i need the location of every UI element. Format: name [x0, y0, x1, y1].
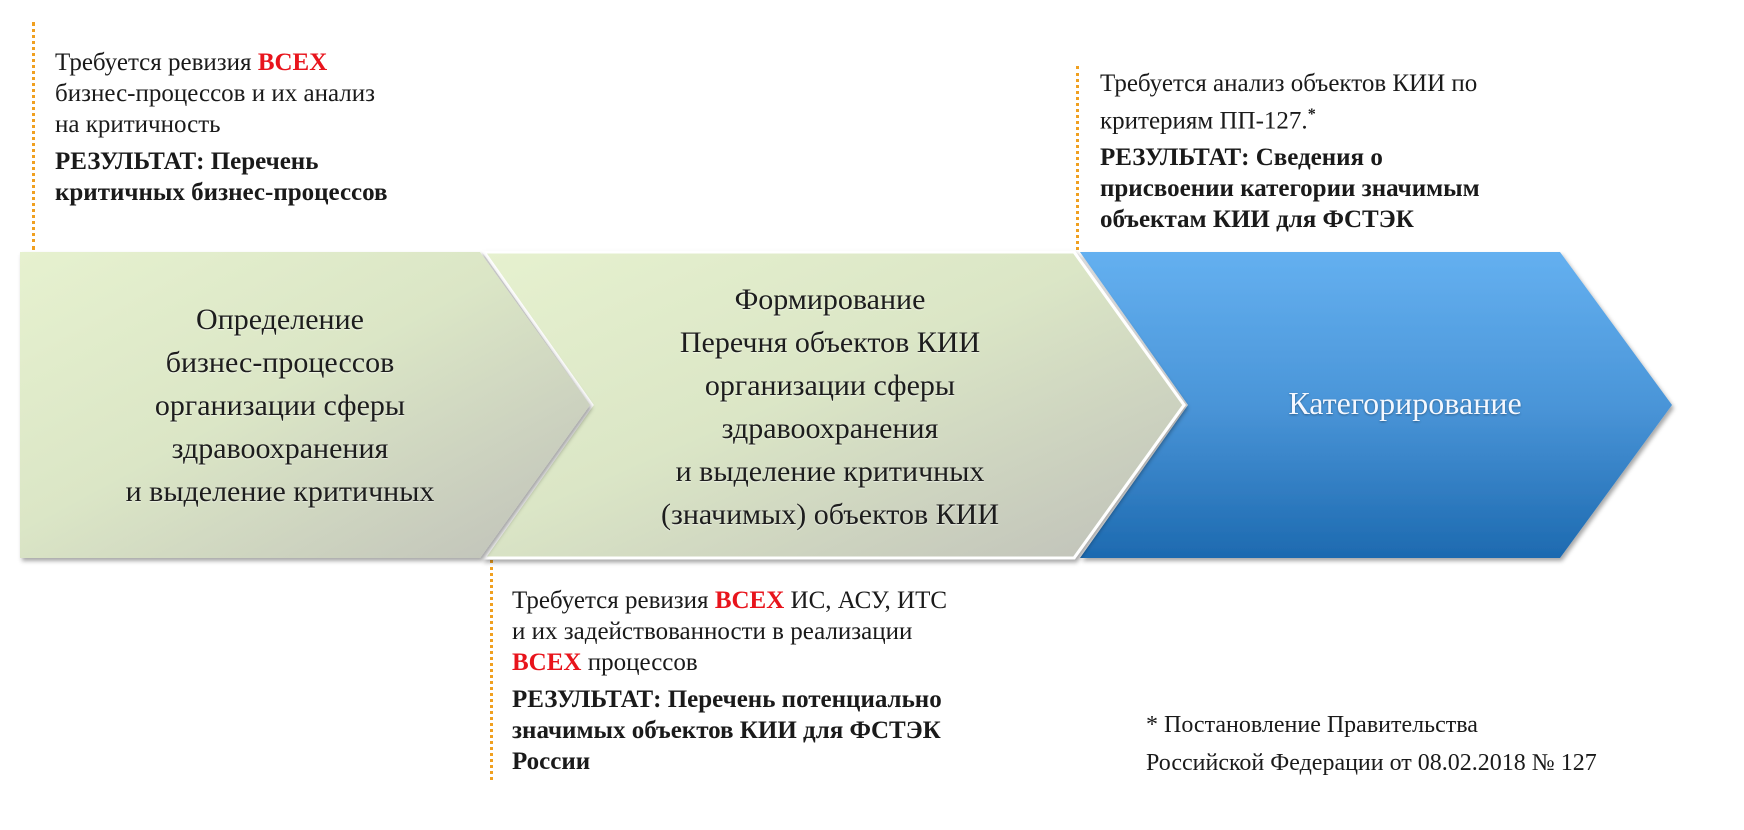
stage-1-line: и выделение критичных [125, 475, 435, 508]
highlight-all: ВСЕХ [714, 587, 785, 614]
result-line: РЕЗУЛЬТАТ: Перечень потенциально [512, 686, 942, 713]
stage-2-line: и выделение критичных [675, 455, 985, 488]
result-line: России [512, 748, 591, 775]
stage-2-note-line2: и их задействованности в реализации [512, 618, 913, 645]
stage-2-line: (значимых) объектов КИИ [660, 498, 1000, 531]
stage-1-note: Требуется ревизия ВСЕХ бизнес-процессов … [55, 47, 515, 208]
stage-3-note-line2: критериям ПП-127.* [1100, 99, 1620, 136]
stage-2-line: организации сферы [704, 369, 956, 402]
result-line: РЕЗУЛЬТАТ: Перечень [55, 148, 319, 175]
stage-1-line: бизнес-процессов [165, 346, 395, 379]
stage-3-note-line1: Требуется анализ объектов КИИ по [1100, 70, 1478, 97]
stage-2-result: РЕЗУЛЬТАТ: Перечень потенциально значимы… [512, 684, 1112, 777]
connector-line-stage3 [1076, 66, 1079, 250]
result-line: значимых объектов КИИ для ФСТЭК [512, 717, 941, 744]
highlight-all: ВСЕХ [512, 649, 582, 676]
stage-1-note-line1: Требуется ревизия ВСЕХ [55, 47, 515, 78]
stage-3-line: Категорирование [1288, 385, 1522, 421]
footnote-line: Российской Федерации от 08.02.2018 № 127 [1146, 750, 1597, 776]
result-line: РЕЗУЛЬТАТ: Сведения о [1100, 144, 1383, 172]
footnote-line: * Постановление Правительства [1146, 712, 1478, 738]
footnote: * Постановление Правительства Российской… [1146, 706, 1706, 782]
stage-1-line: здравоохранения [171, 432, 389, 465]
stage-2-label: Формирование Перечня объектов КИИ органи… [600, 278, 1060, 536]
result-line: критичных бизнес-процессов [55, 179, 388, 206]
result-line: присвоении категории значимым [1100, 175, 1480, 203]
footnote-mark: * [1307, 106, 1316, 123]
result-line: объектам КИИ для ФСТЭК [1100, 206, 1414, 234]
stage-2-note: Требуется ревизия ВСЕХ ИС, АСУ, ИТС и их… [512, 585, 1112, 777]
connector-line-stage2 [490, 560, 493, 780]
stage-2-line: Перечня объектов КИИ [679, 326, 981, 359]
highlight-all: ВСЕХ [257, 49, 328, 76]
stage-2-chevron [481, 250, 1186, 560]
stage-2-line: здравоохранения [721, 412, 939, 445]
connector-line-stage1 [32, 22, 35, 250]
stage-2-line: Формирование [734, 283, 926, 316]
stage-1-line: организации сферы [154, 389, 406, 422]
note-text: Требуется ревизия [55, 49, 258, 76]
note-text: процессов [581, 649, 698, 676]
stage-1-result: РЕЗУЛЬТАТ: Перечень критичных бизнес-про… [55, 146, 515, 208]
stage-3-result: РЕЗУЛЬТАТ: Сведения о присвоении категор… [1100, 142, 1620, 235]
stage-3-chevron [1080, 252, 1672, 558]
stage-3-label: Категорирование [1190, 382, 1620, 425]
stage-2-note-line3: ВСЕХ процессов [512, 647, 1112, 678]
stage-1-line: Определение [196, 303, 364, 336]
note-text: Требуется ревизия [512, 587, 715, 614]
stage-1-note-line3: на критичность [55, 111, 221, 138]
stage-2-note-line1: Требуется ревизия ВСЕХ ИС, АСУ, ИТС [512, 585, 1112, 616]
stage-1-chevron [20, 252, 590, 558]
stage-1-note-line2: бизнес-процессов и их анализ [55, 80, 375, 107]
stage-1-label: Определение бизнес-процессов организации… [80, 298, 480, 513]
note-text: ИС, АСУ, ИТС [784, 587, 948, 614]
stage-3-note: Требуется анализ объектов КИИ по критери… [1100, 68, 1620, 235]
note-text: критериям ПП-127. [1100, 107, 1308, 135]
